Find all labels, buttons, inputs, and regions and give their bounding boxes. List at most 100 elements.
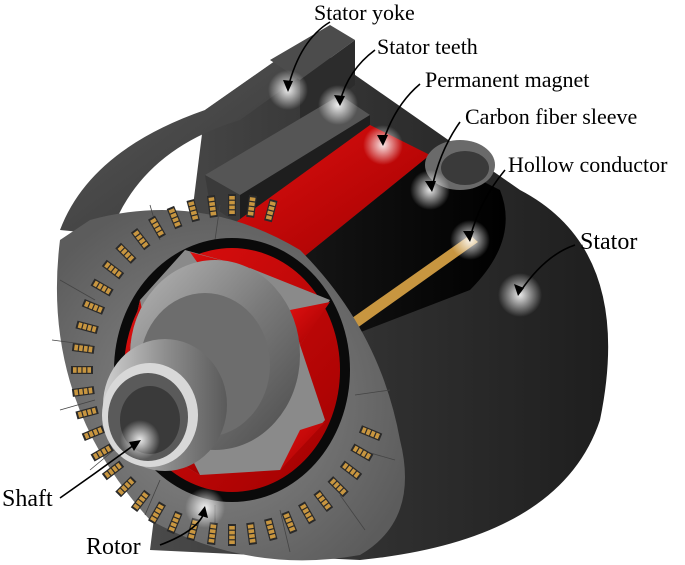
hollow-conductor — [104, 471, 111, 479]
hollow-conductor — [265, 215, 273, 221]
hollow-conductor — [101, 285, 108, 293]
hollow-conductor — [107, 264, 115, 272]
hollow-conductor — [97, 450, 103, 458]
winding-slot — [228, 524, 236, 546]
hollow-conductor — [168, 208, 176, 214]
hollow-conductor — [229, 205, 235, 210]
hollow-conductor — [120, 485, 128, 492]
stator-winding-slots — [71, 194, 383, 546]
hollow-conductor — [83, 388, 88, 395]
winding-slot — [298, 501, 316, 525]
winding-slot — [90, 278, 114, 297]
hollow-conductor — [78, 345, 84, 352]
hollow-conductor — [229, 526, 235, 530]
hollow-conductor — [288, 526, 296, 532]
hollow-conductor — [138, 495, 146, 503]
hollow-conductor — [188, 201, 195, 207]
hollow-conductor — [329, 478, 337, 485]
hollow-conductor — [82, 410, 88, 417]
hollow-conductor — [111, 465, 119, 473]
leader-shaft — [59, 441, 139, 499]
hollow-conductor — [84, 300, 90, 308]
hollow-conductor — [154, 507, 162, 514]
winding-slot — [81, 425, 106, 442]
hollow-conductor — [352, 445, 359, 453]
hollow-conductor — [86, 324, 92, 332]
hollow-conductor — [115, 462, 122, 470]
hollow-conductor — [302, 507, 310, 514]
label-rotor: Rotor — [86, 534, 141, 560]
hollow-conductor — [324, 503, 332, 510]
hollow-conductor — [117, 244, 125, 252]
hollow-conductor — [287, 521, 294, 528]
winding-slot — [206, 194, 218, 218]
hollow-conductor — [150, 516, 157, 523]
hollow-conductor — [157, 503, 164, 510]
hollow-conductor — [229, 200, 235, 205]
hollow-conductor — [117, 488, 125, 496]
carbon-fiber-sleeve — [300, 155, 506, 340]
hollow-conductor — [365, 428, 372, 436]
hollow-conductor — [92, 304, 99, 312]
winding-slot — [358, 425, 383, 442]
hollow-conductor — [86, 408, 92, 416]
winding-slot — [130, 227, 151, 251]
hollow-conductor — [365, 452, 372, 460]
hollow-conductor — [229, 530, 235, 535]
winding-slot — [166, 205, 183, 230]
hollow-conductor — [267, 524, 274, 530]
hollow-conductor — [74, 389, 79, 396]
hollow-conductor — [209, 201, 216, 207]
hollow-conductor — [91, 325, 97, 333]
hollow-conductor — [345, 465, 353, 473]
hollow-conductor — [248, 533, 255, 539]
winding-slot — [148, 501, 166, 525]
winding-slot — [264, 517, 278, 542]
hollow-conductor — [229, 210, 235, 214]
hollow-conductor — [356, 447, 363, 455]
hollow-conductor — [84, 432, 90, 440]
hollow-conductor — [265, 519, 273, 525]
hollow-conductor — [353, 471, 360, 479]
hollow-conductor — [209, 206, 216, 211]
hollow-conductor — [92, 428, 99, 436]
winding-slot — [246, 194, 258, 218]
hollow-conductor — [87, 367, 91, 373]
hollow-conductor — [267, 210, 274, 216]
hollow-conductor — [92, 452, 99, 460]
hollow-conductor — [120, 248, 128, 255]
hollow-conductor — [132, 503, 140, 510]
winding-slot — [115, 242, 137, 264]
winding-slot — [313, 489, 334, 513]
hollow-conductor — [115, 270, 122, 278]
hollow-conductor — [190, 210, 197, 216]
hollow-conductor — [208, 197, 215, 202]
hollow-conductor — [269, 533, 276, 539]
winding-slot — [71, 386, 95, 397]
hollow-conductor — [97, 282, 103, 290]
hollow-conductor — [247, 211, 254, 216]
label-stator: Stator — [580, 229, 638, 255]
label-shaft: Shaft — [2, 486, 53, 512]
hollow-conductor — [229, 540, 235, 544]
hollow-conductor — [141, 241, 149, 248]
hollow-conductor — [300, 503, 307, 510]
hollow-conductor — [107, 468, 115, 476]
hollow-conductor — [88, 302, 94, 310]
hollow-conductor — [82, 367, 87, 373]
hollow-conductor — [82, 323, 88, 330]
hollow-conductor — [333, 481, 340, 489]
hollow-conductor — [111, 267, 119, 275]
winding-slot — [101, 460, 125, 481]
hollow-conductor — [83, 345, 88, 352]
hollow-conductor — [189, 529, 196, 535]
hollow-conductor — [77, 322, 83, 329]
hollow-conductor — [174, 513, 181, 519]
hollow-conductor — [248, 201, 255, 207]
hollow-conductor — [208, 538, 215, 543]
hollow-conductor — [135, 234, 143, 241]
hollow-conductor — [249, 538, 256, 543]
winding-slot — [75, 405, 99, 420]
hollow-conductor — [268, 205, 275, 211]
hollow-conductor — [135, 499, 143, 506]
